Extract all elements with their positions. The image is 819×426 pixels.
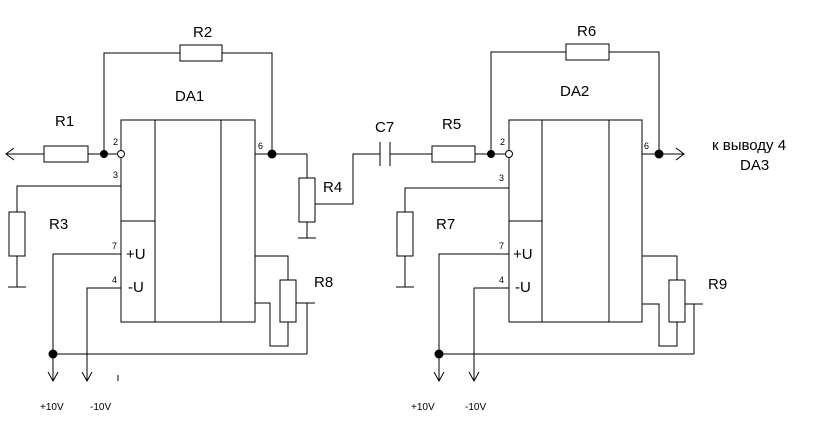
opamp-da1-label: DA1 bbox=[175, 88, 204, 105]
junction-dot bbox=[654, 149, 664, 159]
resistor-r7-label: R7 bbox=[436, 216, 455, 233]
vpos-arrow-da2-icon bbox=[433, 371, 445, 383]
potentiometer-r4-label: R4 bbox=[323, 179, 342, 196]
capacitor-c7-label: C7 bbox=[375, 119, 394, 136]
r9-left-wire bbox=[642, 303, 678, 347]
vpos-wire-da1 bbox=[52, 253, 121, 354]
resistor-r1-label: R1 bbox=[55, 113, 74, 130]
supply-neg-label-da2: -10V bbox=[465, 402, 486, 413]
opamp-da1-vpos-label: +U bbox=[126, 246, 146, 263]
potentiometer-r8-label: R8 bbox=[314, 274, 333, 291]
supply-pos-label-da1: +10V bbox=[40, 402, 64, 413]
output-destination-line2: DA3 bbox=[740, 157, 769, 174]
vneg-arrow-da2-icon bbox=[468, 371, 480, 383]
opamp-da2-vpos-label: +U bbox=[513, 246, 533, 263]
opamp-da1-pin-2: 2 bbox=[113, 137, 118, 147]
r4-wiper-wire bbox=[315, 153, 380, 205]
r8-left-wire bbox=[255, 302, 289, 347]
opamp-da2-noninv-wire bbox=[404, 187, 509, 212]
opamp-da2-inverting-input bbox=[505, 150, 513, 158]
vneg-wire-da1 bbox=[86, 287, 121, 380]
opamp-da1-inverting-input bbox=[117, 150, 125, 158]
resistor-r5 bbox=[431, 145, 476, 163]
opamp-da2-vneg-label: -U bbox=[515, 279, 531, 296]
resistor-r6-label: R6 bbox=[577, 23, 596, 40]
r8-top-wire bbox=[255, 255, 289, 280]
opamp-da1-pin-7: 7 bbox=[112, 241, 117, 251]
r9-top-wire bbox=[642, 255, 678, 280]
coupling-capacitor: C7 bbox=[375, 119, 432, 166]
potentiometer-r9-label: R9 bbox=[708, 276, 727, 293]
resistor-r3-label: R3 bbox=[49, 216, 68, 233]
resistor-r7 bbox=[396, 211, 414, 257]
potentiometer-r9 bbox=[668, 279, 686, 323]
opamp-da2-pin-2: 2 bbox=[500, 137, 505, 147]
stage-1: DA1 +U -U R1 2 R2 6 R4 3 R3 bbox=[5, 24, 380, 413]
resistor-r1 bbox=[43, 145, 89, 163]
opamp-da2-pin-7: 7 bbox=[499, 241, 504, 251]
opamp-da1-vneg-label: -U bbox=[128, 279, 144, 296]
opamp-da2-pin-6: 6 bbox=[644, 141, 649, 151]
feedback-wire-da1-out bbox=[222, 52, 273, 154]
resistor-r3 bbox=[8, 211, 26, 257]
vpos-arrow-da1-icon bbox=[47, 371, 59, 383]
opamp-da1-pin-4: 4 bbox=[112, 275, 117, 285]
junction-dot bbox=[267, 149, 277, 159]
opamp-da2-pin-4: 4 bbox=[499, 275, 504, 285]
potentiometer-r4 bbox=[298, 177, 316, 223]
resistor-r2 bbox=[179, 44, 223, 62]
resistor-r2-label: R2 bbox=[193, 24, 212, 41]
resistor-r6 bbox=[565, 43, 610, 61]
feedback-wire-da2 bbox=[490, 51, 566, 154]
supply-pos-label-da2: +10V bbox=[411, 402, 435, 413]
vneg-wire-da2 bbox=[473, 287, 509, 380]
output-arrow-icon bbox=[675, 147, 685, 161]
feedback-wire-da1 bbox=[103, 52, 180, 154]
opamp-da2-pin-3: 3 bbox=[499, 173, 504, 183]
input-arrow-icon bbox=[5, 147, 15, 161]
opamp-da2-label: DA2 bbox=[560, 83, 589, 100]
vneg-arrow-da1-icon bbox=[81, 371, 93, 383]
resistor-r5-label: R5 bbox=[442, 116, 461, 133]
opamp-da1-pin-6: 6 bbox=[258, 141, 263, 151]
opamp-da1-pin-3: 3 bbox=[113, 170, 118, 180]
feedback-wire-da2-out bbox=[609, 51, 660, 154]
opamp-da1-noninv-wire bbox=[16, 185, 121, 212]
stage-2: DA2 +U -U R5 2 R6 6 3 R7 7 4 bbox=[396, 23, 786, 413]
supply-neg-label-da1: -10V bbox=[90, 402, 111, 413]
potentiometer-r8 bbox=[279, 279, 297, 323]
vpos-wire-da2 bbox=[438, 253, 509, 354]
output-destination-line1: к выводу 4 bbox=[712, 137, 786, 154]
